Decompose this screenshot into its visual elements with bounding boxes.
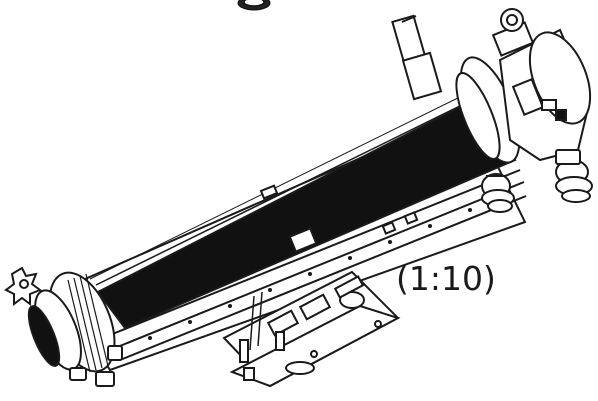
focuser-assembly [391, 8, 593, 213]
focus-knob-right [555, 149, 593, 203]
top-small-part [237, 0, 271, 11]
front-lens-cell [4, 266, 123, 387]
scale-label: (1:10) [396, 259, 496, 298]
finder-scope [391, 14, 443, 101]
focus-knob-left [481, 173, 515, 213]
dovetail-plate [222, 270, 401, 388]
